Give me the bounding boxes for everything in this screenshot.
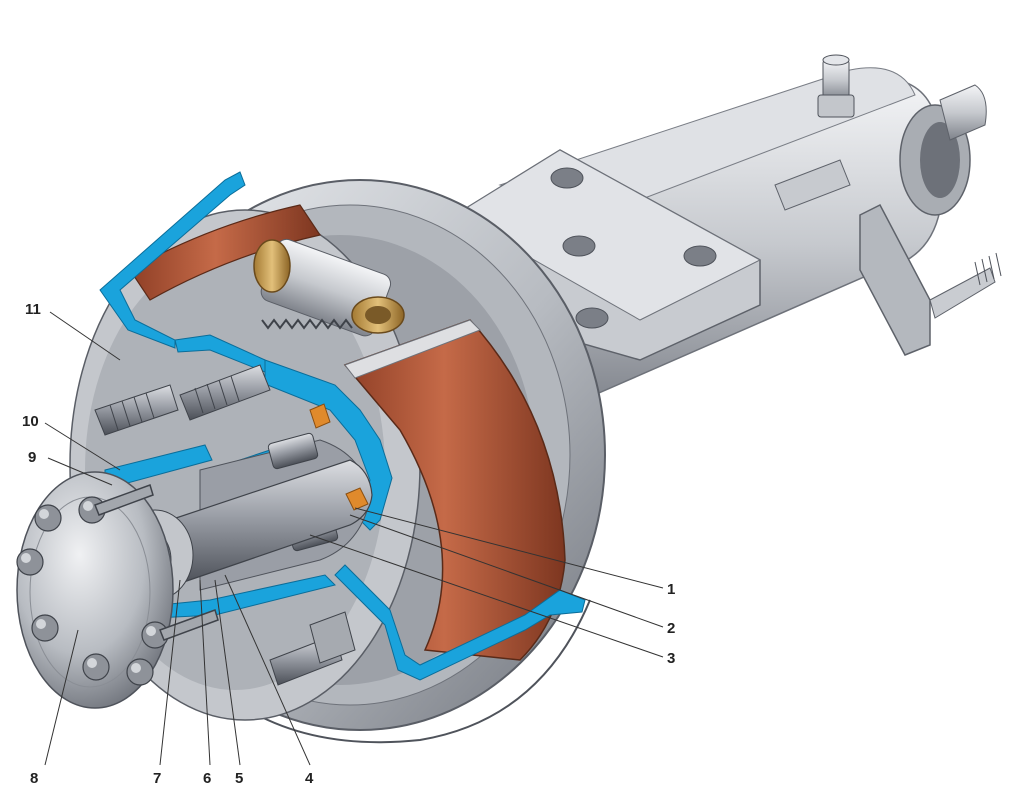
brake-pipe-fitting — [817, 54, 855, 118]
callout-4: 4 — [305, 770, 314, 787]
callout-3: 3 — [667, 650, 675, 667]
wheel-studs — [94, 364, 356, 686]
callout-5: 5 — [235, 770, 243, 787]
callout-1: 1 — [667, 581, 675, 598]
pipe-clip — [774, 159, 851, 211]
callout-8: 8 — [30, 770, 38, 787]
callout-labels: 1 2 3 4 5 6 7 8 9 10 11 — [22, 301, 675, 787]
hub-cap-flange — [16, 471, 174, 709]
callout-7: 7 — [153, 770, 161, 787]
shock-absorber-bracket — [859, 204, 1002, 356]
leader-lines — [44, 311, 664, 766]
callout-2: 2 — [667, 620, 675, 637]
callout-11: 11 — [25, 301, 41, 318]
callout-9: 9 — [28, 449, 36, 466]
upper-brake-shoe-lining — [129, 204, 321, 301]
wheel-cylinder — [253, 238, 405, 337]
callout-10: 10 — [22, 413, 39, 430]
callout-6: 6 — [203, 770, 211, 787]
shoe-return-spring — [261, 318, 353, 330]
flange-bolt-highlights — [21, 501, 156, 673]
brake-shoe-lining — [343, 319, 566, 661]
